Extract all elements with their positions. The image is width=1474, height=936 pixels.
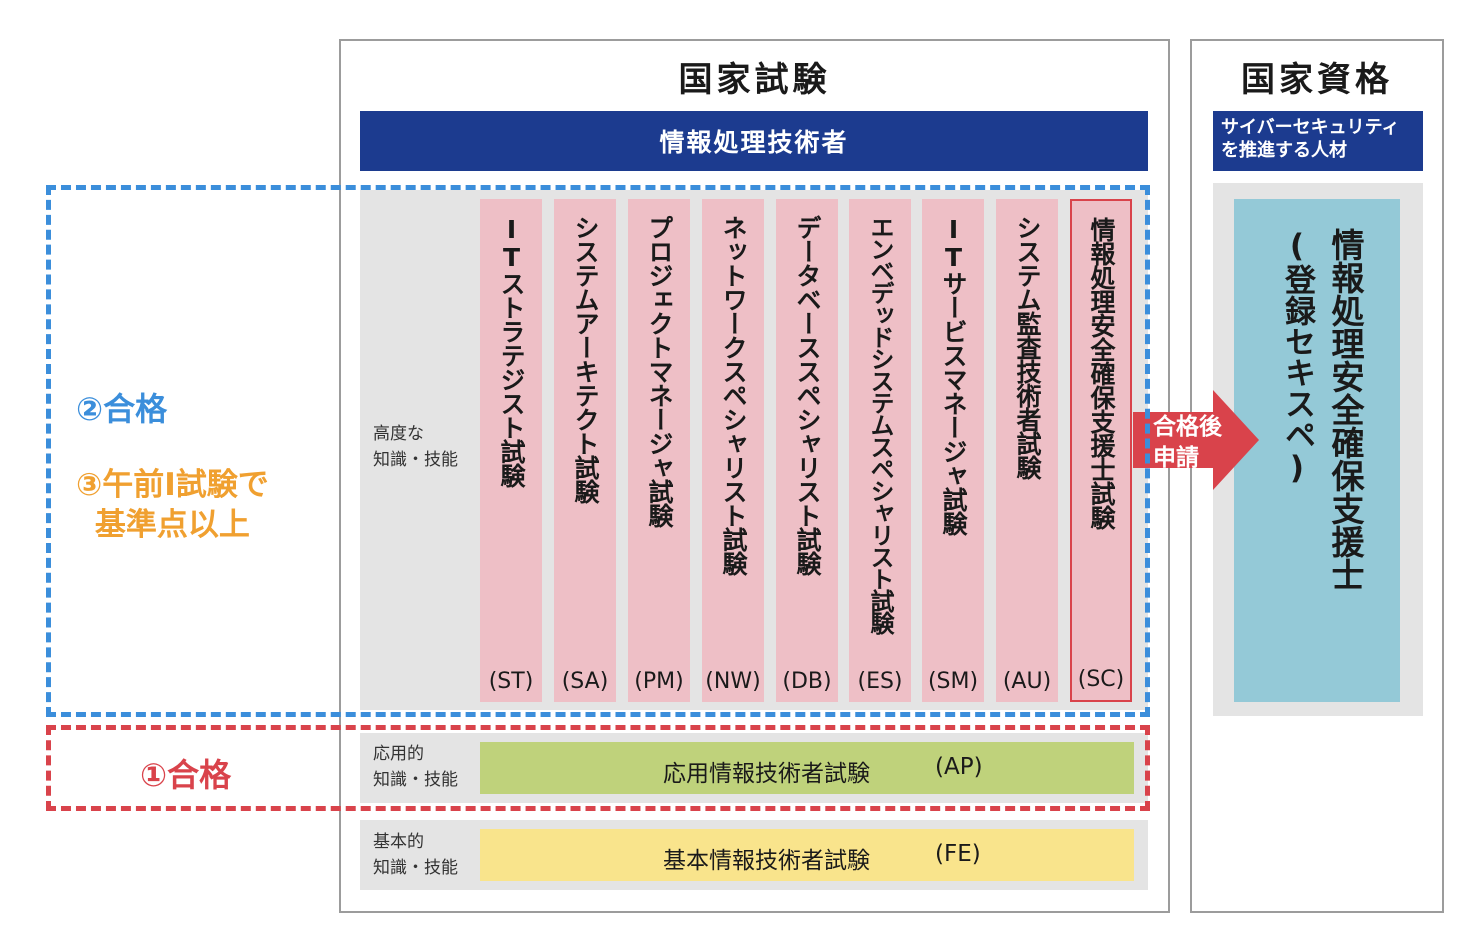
exam-name-st: ITストラテジスト試験 <box>497 215 526 487</box>
basic-tier-label: 基本的 知識・技能 <box>373 829 458 881</box>
note-pass-2: ②合格 <box>76 390 168 428</box>
exam-column-sm: ITサービスマネージャ試験 (SM) <box>922 199 984 702</box>
cybersecurity-line-1: サイバーセキュリティ <box>1221 117 1400 138</box>
cybersecurity-personnel-box: サイバーセキュリティ を推進する人材 <box>1213 111 1423 171</box>
exam-code-au: (AU) <box>1002 669 1052 694</box>
apply-after-pass-label: 合格後 申請 <box>1153 412 1222 474</box>
exam-name-au: システム監査技術者試験 <box>1013 215 1042 479</box>
advanced-tier-label-line-2: 知識・技能 <box>373 450 458 470</box>
national-qualification-title: 国家資格 <box>1241 60 1393 100</box>
exam-name-sc: 情報処理安全確保支援士試験 <box>1087 217 1116 529</box>
national-exam-title: 国家試験 <box>678 60 831 100</box>
exam-name-sm: ITサービスマネージャ試験 <box>939 215 968 535</box>
exam-column-sc: 情報処理安全確保支援士試験 (SC) <box>1070 199 1132 702</box>
exam-code-sm: (SM) <box>927 669 979 694</box>
applied-tier-label-line-2: 知識・技能 <box>373 770 458 790</box>
exam-name-nw: ネットワークスペシャリスト試験 <box>719 215 748 575</box>
exam-code-pm: (PM) <box>634 669 684 694</box>
arrow-label-line-2: 申請 <box>1153 445 1199 471</box>
qualification-subname: (登録セキスペ) <box>1279 228 1315 486</box>
exam-name-db: データベーススペシャリスト試験 <box>793 215 822 575</box>
pass-2-dashed-frame <box>46 185 1150 717</box>
note-am-exam-line-2: 基準点以上 <box>94 507 250 543</box>
basic-exam-bar: 基本情報技術者試験 (FE) <box>480 829 1134 881</box>
exam-column-pm: プロジェクトマネージャ試験 (PM) <box>628 199 690 702</box>
applied-exam-bar: 応用情報技術者試験 (AP) <box>480 742 1134 794</box>
exam-name-pm: プロジェクトマネージャ試験 <box>645 215 674 527</box>
note-pass-1: ①合格 <box>140 756 232 794</box>
qualification-name: 情報処理安全確保支援士 <box>1326 228 1365 591</box>
basic-exam-code: (FE) <box>935 841 981 867</box>
arrow-label-line-1: 合格後 <box>1153 414 1222 440</box>
exam-column-nw: ネットワークスペシャリスト試験 (NW) <box>702 199 764 702</box>
advanced-tier-label: 高度な 知識・技能 <box>373 421 458 473</box>
applied-exam-name: 応用情報技術者試験 <box>663 761 870 787</box>
pass-1-dashed-frame <box>46 725 1150 811</box>
exam-column-au: システム監査技術者試験 (AU) <box>996 199 1058 702</box>
note-am-exam: ③午前Ⅰ試験で 基準点以上 <box>76 465 269 545</box>
exam-name-es: エンベデッドシステムスペシャリスト試験 <box>866 215 894 633</box>
exam-code-st: (ST) <box>488 669 534 694</box>
advanced-tier-label-line-1: 高度な <box>373 424 424 444</box>
exam-column-sa: システムアーキテクト試験 (SA) <box>554 199 616 702</box>
applied-exam-code: (AP) <box>935 754 983 780</box>
basic-exam-name: 基本情報技術者試験 <box>663 848 870 874</box>
exam-column-db: データベーススペシャリスト試験 (DB) <box>776 199 838 702</box>
note-am-exam-line-1: ③午前Ⅰ試験で <box>76 467 269 503</box>
information-processing-engineer-bar: 情報処理技術者 <box>360 111 1148 171</box>
exam-column-st: ITストラテジスト試験 (ST) <box>480 199 542 702</box>
cybersecurity-line-2: を推進する人材 <box>1221 140 1347 161</box>
exam-code-sa: (SA) <box>561 669 609 694</box>
exam-code-db: (DB) <box>782 669 832 694</box>
basic-tier-label-line-2: 知識・技能 <box>373 858 458 878</box>
exam-name-sa: システムアーキテクト試験 <box>571 215 600 503</box>
exam-code-es: (ES) <box>857 669 903 694</box>
basic-tier-label-line-1: 基本的 <box>373 832 424 852</box>
applied-tier-label-line-1: 応用的 <box>373 744 424 764</box>
exam-column-es: エンベデッドシステムスペシャリスト試験 (ES) <box>849 199 911 702</box>
exam-code-nw: (NW) <box>705 669 761 694</box>
exam-code-sc: (SC) <box>1077 667 1125 692</box>
qualification-box <box>1234 199 1400 702</box>
applied-tier-label: 応用的 知識・技能 <box>373 741 458 793</box>
apply-after-pass-arrow-icon <box>1133 390 1259 490</box>
